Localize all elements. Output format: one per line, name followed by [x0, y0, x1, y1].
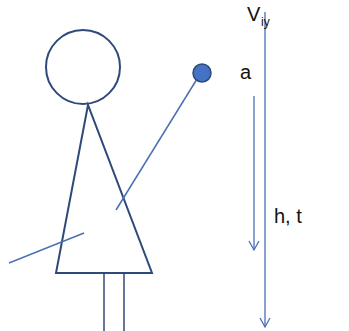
leg	[123, 273, 125, 331]
head	[46, 30, 120, 104]
velocity-subscript: iy	[261, 16, 270, 28]
acceleration-symbol: a	[240, 62, 251, 82]
velocity-symbol: V	[247, 4, 260, 24]
arm	[9, 233, 84, 263]
leg	[103, 273, 105, 331]
body	[56, 105, 152, 273]
ball	[193, 64, 211, 82]
acceleration-arrow	[253, 96, 254, 250]
displacement-arrow	[264, 12, 265, 327]
height-time-label: h, t	[274, 206, 302, 226]
arm	[116, 79, 197, 210]
